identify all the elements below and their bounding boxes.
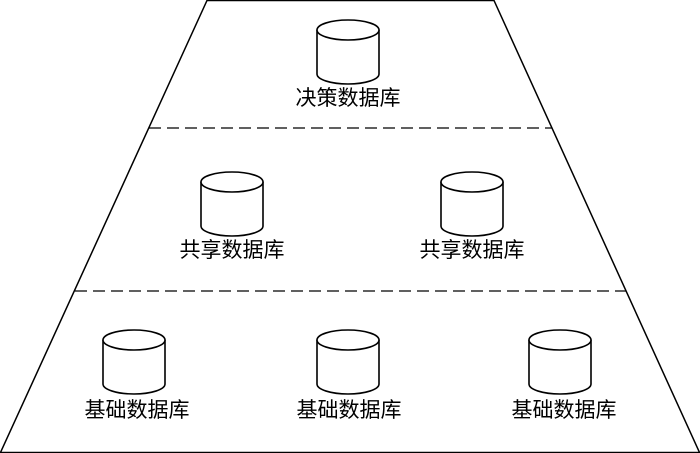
database-cylinder-icon (440, 171, 504, 237)
label-shared-db-1: 共享数据库 (179, 238, 285, 262)
label-base-db-1: 基础数据库 (84, 398, 190, 422)
database-cylinder-icon (200, 171, 264, 237)
database-cylinder-icon (316, 329, 380, 395)
label-decision-db: 决策数据库 (295, 86, 401, 110)
label-base-db-2: 基础数据库 (296, 398, 402, 422)
label-shared-db-2: 共享数据库 (419, 238, 525, 262)
label-base-db-3: 基础数据库 (511, 398, 617, 422)
database-cylinder-icon (102, 329, 166, 395)
database-cylinder-icon (316, 19, 380, 85)
database-cylinder-icon (528, 329, 592, 395)
